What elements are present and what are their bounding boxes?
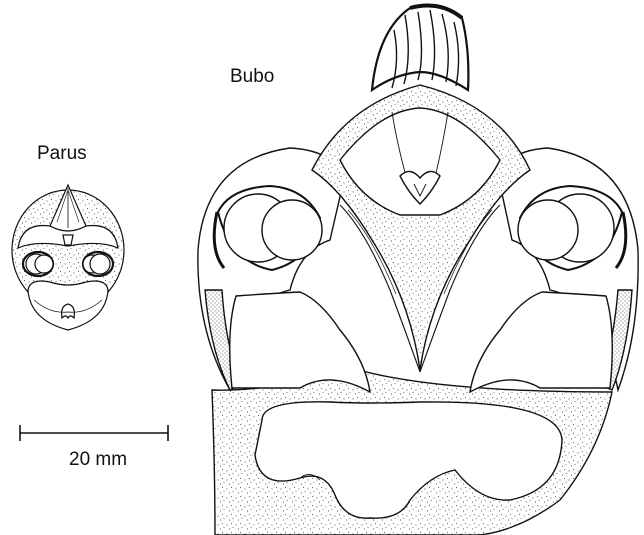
bubo-beak (372, 6, 468, 90)
scale-bar-label: 20 mm (69, 449, 127, 471)
scale-bar (20, 425, 168, 441)
parus-label: Parus (37, 143, 87, 165)
parus-right-eye (83, 252, 113, 276)
parus-left-eye (23, 252, 53, 276)
parus-septum (63, 235, 73, 245)
bubo-label: Bubo (230, 66, 274, 88)
bubo-left-chamber (230, 292, 370, 392)
parus-skull (12, 185, 124, 330)
bubo-right-chamber (470, 292, 612, 392)
